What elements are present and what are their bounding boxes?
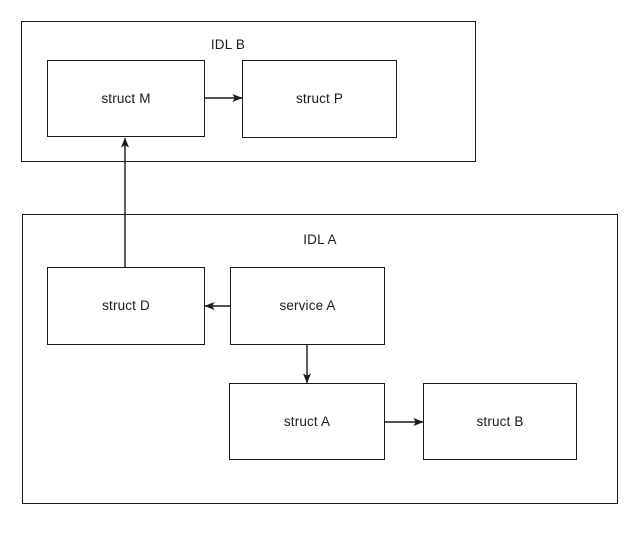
node-struct-m[interactable]: struct M — [47, 60, 205, 137]
node-struct-p[interactable]: struct P — [242, 60, 397, 138]
container-idl-a-label: IDL A — [303, 232, 337, 247]
node-struct-a[interactable]: struct A — [229, 383, 385, 460]
node-struct-d-label: struct D — [102, 298, 150, 313]
node-service-a[interactable]: service A — [230, 267, 385, 345]
node-struct-b[interactable]: struct B — [423, 383, 577, 460]
container-idl-b-label: IDL B — [210, 37, 246, 52]
node-struct-p-label: struct P — [296, 91, 343, 106]
node-struct-m-label: struct M — [101, 90, 151, 106]
node-service-a-label: service A — [279, 298, 336, 313]
container-idl-a[interactable] — [22, 214, 618, 504]
node-struct-a-label: struct A — [283, 413, 331, 429]
node-struct-b-label: struct B — [476, 413, 524, 429]
container-idl-b[interactable] — [21, 21, 476, 162]
node-struct-d[interactable]: struct D — [47, 267, 205, 345]
